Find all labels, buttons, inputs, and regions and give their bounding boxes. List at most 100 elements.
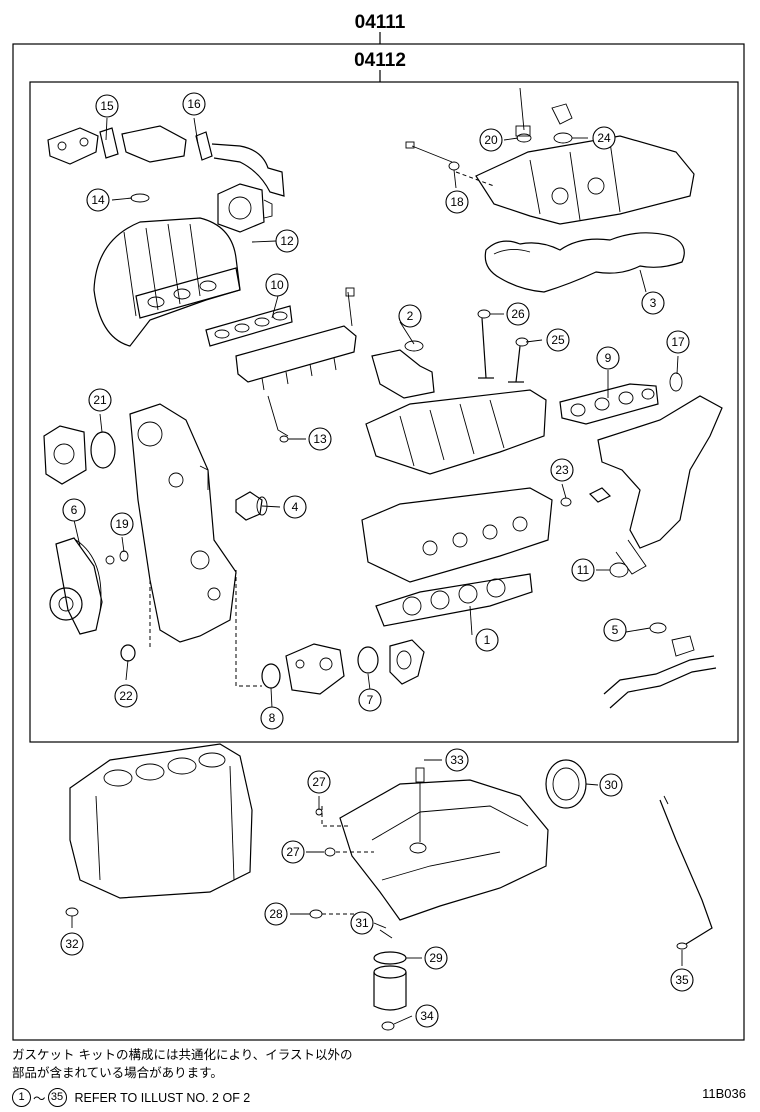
callout-number[interactable]: 20 (484, 133, 498, 147)
callout-number[interactable]: 12 (280, 234, 294, 248)
callout-number[interactable]: 27 (312, 775, 326, 789)
cylinder-block-sketch (65, 743, 253, 917)
thermostat-housing-sketch (261, 639, 425, 695)
callout-circle (62, 498, 86, 522)
callout-circle (110, 512, 134, 536)
callout-number[interactable]: 5 (612, 623, 619, 637)
intake-manifold-sketch (93, 217, 241, 347)
callout-number[interactable]: 18 (450, 195, 464, 209)
callout-number[interactable]: 35 (675, 973, 689, 987)
callout-number[interactable]: 11 (577, 563, 590, 577)
egr-pipe-sketch (603, 622, 717, 709)
callout-number[interactable]: 30 (604, 778, 618, 792)
oil-pressure-switch-sketch (560, 487, 612, 507)
callout-number[interactable]: 24 (597, 131, 611, 145)
callout-circle (596, 346, 620, 370)
callout-circle (350, 911, 374, 935)
callout-circle (264, 902, 288, 926)
callout-number[interactable]: 22 (119, 689, 133, 703)
callout-number[interactable]: 25 (551, 333, 565, 347)
callout-number[interactable]: 14 (91, 193, 105, 207)
callout-circle (307, 770, 331, 794)
subkit-code: 04112 (354, 50, 406, 71)
callout-leader-lines (71, 117, 683, 1025)
callout-circle (550, 458, 574, 482)
callout-circle (506, 302, 530, 326)
callout-number[interactable]: 23 (555, 463, 569, 477)
callout-number[interactable]: 17 (671, 335, 685, 349)
callout-circle (398, 304, 422, 328)
callout-number[interactable]: 27 (286, 845, 300, 859)
callout-number[interactable]: 6 (71, 503, 78, 517)
refer-from-circle: 1 (12, 1088, 31, 1107)
callout-circle (641, 291, 665, 315)
callout-number[interactable]: 7 (367, 693, 374, 707)
callout-number[interactable]: 3 (650, 296, 657, 310)
callout-number[interactable]: 2 (407, 309, 414, 323)
cylinder-head-sketch (361, 487, 553, 583)
water-pump-sketch (43, 425, 116, 485)
camshaft-bracket-sketch (371, 340, 435, 399)
oil-pump-sketch (49, 537, 115, 635)
callout-circle (88, 388, 112, 412)
callout-number[interactable]: 9 (605, 351, 612, 365)
cylinder-head-cover-sketch (405, 87, 695, 225)
callout-number[interactable]: 19 (115, 517, 129, 531)
callout-number[interactable]: 33 (450, 753, 464, 767)
callout-circle (424, 946, 448, 970)
camshaft-housing-sketch (365, 389, 547, 475)
throttle-body-sketch (217, 183, 273, 233)
kit-outer-frame (12, 43, 745, 1041)
footer-note: ガスケット キットの構成には共通化により、イラスト以外の 部品が含まれている場合… (12, 1046, 352, 1082)
head-gasket-sketch (375, 573, 533, 627)
kit-code: 04111 (355, 12, 406, 33)
callout-number[interactable]: 15 (100, 99, 114, 113)
callout-number[interactable]: 26 (511, 307, 525, 321)
callout-circle (114, 684, 138, 708)
callout-number[interactable]: 31 (355, 916, 369, 930)
callout-circle (592, 126, 616, 150)
refer-line: 1 〜 35 REFER TO ILLUST NO. 2 OF 2 (12, 1088, 250, 1107)
callout-number[interactable]: 21 (93, 393, 107, 407)
callout-circle (182, 92, 206, 116)
callout-circle (670, 968, 694, 992)
callout-number[interactable]: 28 (269, 907, 283, 921)
callout-number[interactable]: 16 (187, 97, 201, 111)
callout-circle (308, 427, 332, 451)
callout-number[interactable]: 34 (420, 1009, 434, 1023)
callout-circle (603, 618, 627, 642)
fuel-rail-sketch (235, 287, 357, 437)
callout-number[interactable]: 32 (65, 937, 79, 951)
subkit-inner-frame (29, 81, 739, 743)
callout-number[interactable]: 4 (292, 500, 299, 514)
callout-number[interactable]: 1 (484, 633, 491, 647)
callout-number[interactable]: 29 (429, 951, 443, 965)
rear-oil-seal-sketch (545, 759, 587, 809)
callout-circle (265, 273, 289, 297)
callout-circle (445, 190, 469, 214)
timing-chain-cover-sketch (129, 403, 237, 643)
oil-filter-sketch (373, 929, 407, 1031)
oil-seal-sketch (120, 644, 136, 662)
oil-level-gauge-sketch (659, 795, 713, 950)
exhaust-flange-sketch (47, 125, 285, 197)
callout-circle (60, 932, 84, 956)
refer-to-circle: 35 (47, 1088, 67, 1107)
callout-circle (358, 688, 382, 712)
footer-note-line1: ガスケット キットの構成には共通化により、イラスト以外の (12, 1047, 353, 1062)
callout-circle (546, 328, 570, 352)
valves-sketch (477, 309, 529, 383)
callout-circle (475, 628, 499, 652)
callout-number[interactable]: 10 (270, 278, 284, 292)
callout-circle (445, 748, 469, 772)
callout-number[interactable]: 13 (313, 432, 327, 446)
oil-pan-sketch (339, 767, 549, 921)
callout-circle (95, 94, 119, 118)
callout-circle (666, 330, 690, 354)
refer-text: REFER TO ILLUST NO. 2 OF 2 (74, 1090, 251, 1105)
callout-number[interactable]: 8 (269, 711, 276, 725)
intake-gasket-sketch (205, 305, 293, 347)
callout-circle (415, 1004, 439, 1028)
